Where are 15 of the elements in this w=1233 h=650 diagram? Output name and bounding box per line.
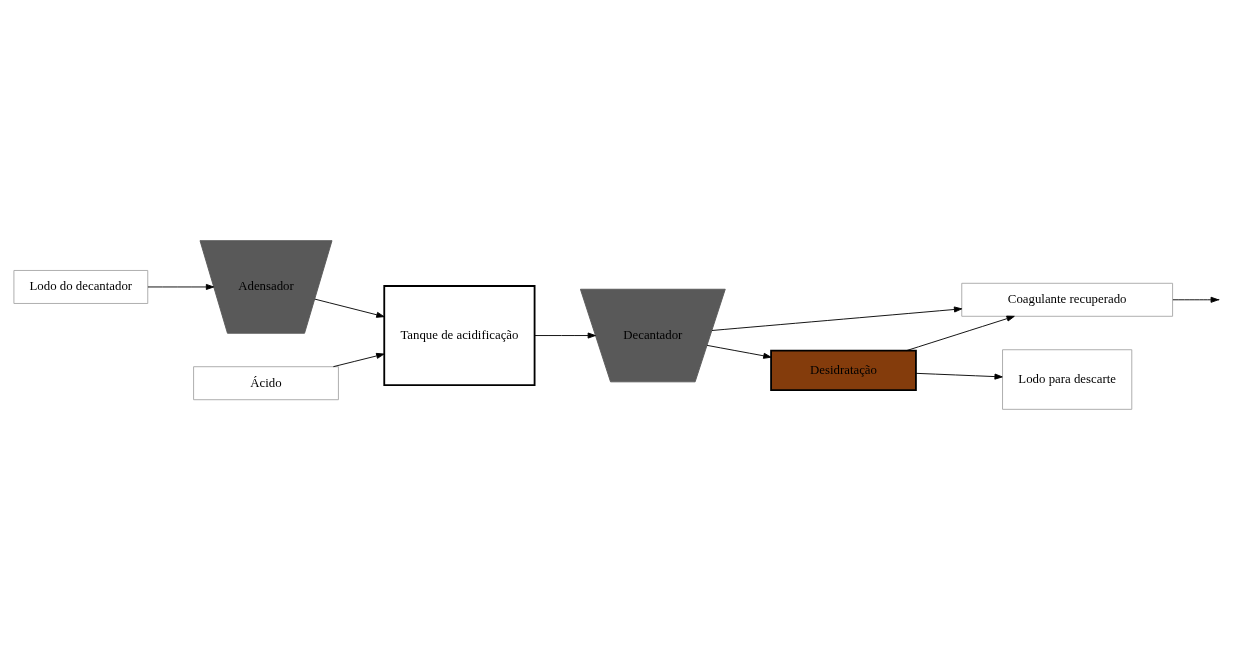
arrow	[147, 283, 215, 290]
node-box: Coagulante recuperado	[961, 282, 1174, 317]
arrow	[915, 372, 1003, 380]
arrow	[1172, 296, 1219, 303]
node-box: Desidratação	[770, 349, 917, 391]
arrow	[534, 332, 596, 339]
node-box: Lodo para descarte	[1002, 349, 1133, 410]
arrow	[314, 298, 385, 318]
node-box: Ácido	[193, 366, 339, 401]
arrow	[332, 352, 385, 368]
arrow	[711, 306, 963, 331]
arrow	[706, 344, 772, 359]
arrow	[906, 315, 1015, 352]
node-box: Tanque de acidificação	[383, 285, 536, 386]
node-box: Lodo do decantador	[13, 270, 149, 304]
